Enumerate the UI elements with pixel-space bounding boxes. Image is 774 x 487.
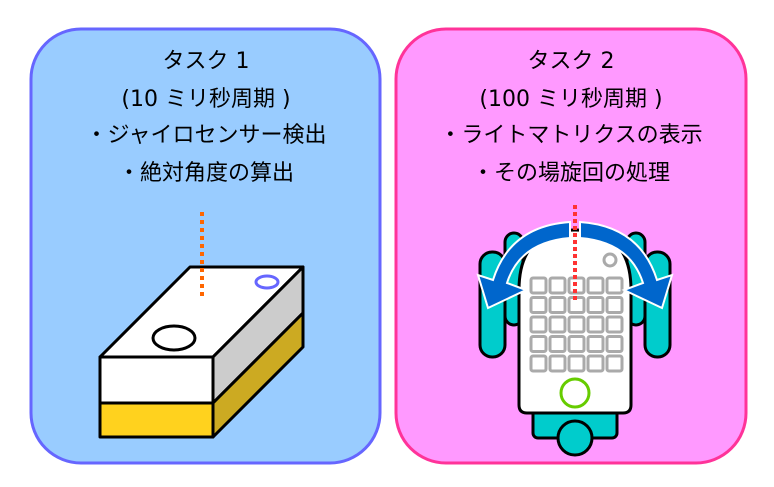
matrix-pixel [529,354,548,373]
task2-text: タスク 2 (100 ミリ秒周期 ) ・ライトマトリクスの表示 ・その場旋回の処… [396,48,746,188]
matrix-pixel [548,335,567,353]
matrix-pixel [567,354,586,373]
task2-item: ・その場旋回の処理 [471,161,670,186]
task2-period: (100 ミリ秒周期 ) [479,87,663,112]
task2-title: タスク 2 [527,49,615,74]
gyro-sensor-icon [98,265,305,439]
matrix-pixel [586,335,605,353]
matrix-pixel [548,276,567,295]
matrix-pixel [529,335,548,353]
task1-item: ・絶対角度の算出 [117,161,294,186]
matrix-pixel [567,335,586,353]
matrix-pixel [605,354,624,373]
matrix-pixel [605,296,624,314]
matrix-pixel [548,354,567,373]
task2-item: ・ライトマトリクスの表示 [439,123,703,148]
task1-period: (10 ミリ秒周期 ) [121,87,291,112]
matrix-pixel [586,315,605,334]
matrix-pixel [529,296,548,314]
matrix-pixel [529,315,548,334]
turn-arrow-icon [476,220,674,310]
task1-title: タスク 1 [162,49,250,74]
matrix-pixel [567,315,586,334]
task1-item: ・ジャイロセンサー検出 [85,123,327,148]
matrix-pixel [586,296,605,314]
matrix-pixel [548,296,567,314]
matrix-pixel [586,354,605,373]
matrix-pixel [586,276,605,295]
matrix-pixel [529,276,548,295]
matrix-pixel [605,335,624,353]
matrix-pixel [605,315,624,334]
matrix-pixel [605,276,624,295]
light-matrix [529,276,624,373]
task1-text: タスク 1 (10 ミリ秒周期 ) ・ジャイロセンサー検出 ・絶対角度の算出 [31,48,381,188]
matrix-pixel [548,315,567,334]
